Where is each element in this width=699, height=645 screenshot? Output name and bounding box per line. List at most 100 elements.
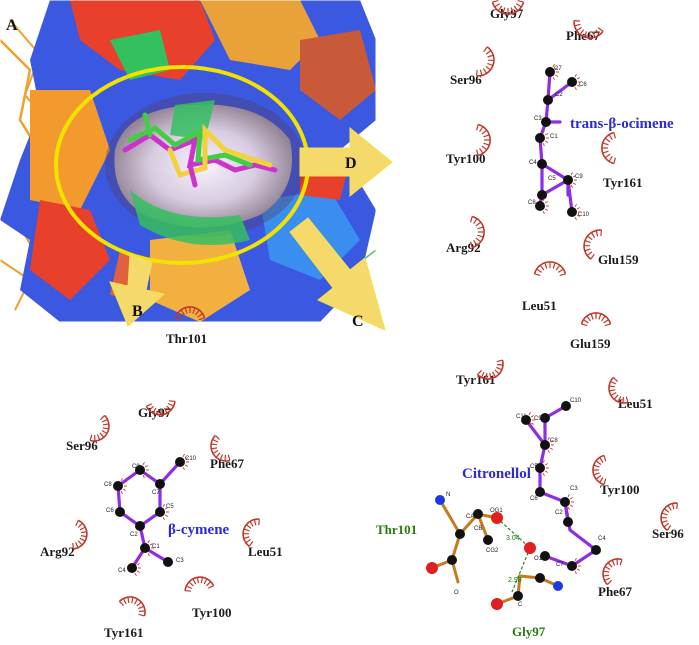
hydrophobic-arc-spoke [206, 581, 212, 587]
atom-contact-tick [570, 184, 573, 189]
residue-label: Tyr100 [600, 482, 639, 497]
hydrophobic-arc-spoke [198, 317, 205, 321]
atom-contact-tick [542, 459, 545, 464]
hydrophobic-arc-spoke [475, 221, 482, 227]
hydrophobic-arc-spoke [611, 559, 616, 566]
hydrophobic-arc-spoke [604, 137, 611, 143]
hydrophobic-arc-spoke [590, 232, 596, 238]
hydrophobic-arc-spoke [581, 323, 588, 327]
atom-contact-tick [544, 463, 549, 466]
atom-contact-tick [574, 216, 577, 221]
hydrophobic-arc-spoke [608, 155, 613, 162]
atom-label: C8 [104, 482, 112, 488]
atom-contact-tick [574, 203, 577, 208]
hydrophobic-arc-spoke [77, 522, 83, 528]
hydrophobic-arc-spoke [482, 68, 488, 74]
hydrophobic-arc-spoke [75, 541, 79, 548]
atom-label: C1 [152, 544, 160, 550]
atom-contact-tick [164, 507, 169, 510]
hydrophobic-arc-spoke [592, 31, 596, 38]
atom-label: C4 [118, 568, 126, 574]
atom-label: C6 [530, 496, 538, 502]
panel-b-residues: Thr101 Gly97 Ser96 Phe67 Arg92 Leu51 Tyr… [40, 331, 283, 640]
hydrophobic-arc-spoke [248, 541, 254, 547]
atom-label: C5 [548, 176, 556, 182]
hydrophobic-arc-spoke [595, 230, 599, 237]
hydrophobic-arc-spoke [491, 371, 497, 378]
hydrophobic-arc-spoke [584, 239, 591, 244]
atom-label: C3 [176, 558, 184, 564]
panel-d-residues: Gly97 Phe67 Ser96 Tyr100 Tyr161 Arg92 Gl… [446, 6, 642, 313]
atom-contact-tick [134, 559, 137, 564]
atom-contact-tick [528, 424, 531, 429]
hydrophobic-arc-spoke [197, 313, 203, 318]
atom-contact-tick [574, 86, 577, 91]
atom-label: C10 [578, 212, 590, 218]
ligand-name-d: trans-β-ocimene [570, 116, 674, 132]
atom-contact-tick [576, 561, 581, 564]
atom-label: CB [474, 526, 482, 532]
atom-label: C4 [598, 536, 606, 542]
atom-label: N [446, 492, 450, 498]
hydrophobic-arc-spoke [483, 142, 490, 146]
atom-contact-tick [144, 472, 149, 475]
hydrophobic-arc-spoke [133, 598, 139, 605]
hydrophobic-arc-spoke [122, 598, 127, 605]
hydrophobic-arc-spoke [96, 434, 101, 441]
residue-label: Arg92 [446, 240, 481, 255]
hydrophobic-arc-spoke [200, 577, 203, 584]
atom-contact-tick [542, 210, 545, 215]
hydrophobic-arc-spoke [663, 522, 670, 528]
arrow-to-c: C [289, 217, 386, 331]
hydrophobic-arc-spoke [185, 590, 192, 592]
residue-label: Ser96 [66, 438, 98, 453]
hydrophobic-arc-spoke [599, 457, 604, 463]
hydrophobic-arc-spoke [480, 371, 485, 378]
atom-contact-tick [134, 572, 137, 577]
hydrophobic-arc-spoke [593, 464, 600, 468]
atom-contact-tick [542, 197, 545, 202]
atom-contact-tick [544, 470, 549, 473]
atom-contact-tick [567, 493, 570, 498]
hydrophobic-arc-spoke [666, 525, 672, 531]
atom-contact-tick [576, 84, 581, 87]
atom-contact-tick [147, 539, 150, 544]
atom-label: C9 [132, 464, 140, 470]
hydrophobic-arc-spoke [496, 366, 503, 371]
hydrophobic-arc-spoke [604, 153, 611, 159]
hydrophobic-arc-spoke [595, 475, 602, 480]
hydrophobic-contact-arcs [72, 0, 678, 617]
atom-contact-tick [120, 490, 123, 495]
panel-d-atoms [535, 67, 577, 217]
atom-contact-tick [122, 481, 127, 484]
atom-contact-tick [549, 447, 554, 450]
hydrophobic-arc-spoke [555, 264, 561, 271]
hydrophobic-arc-spoke [77, 540, 83, 546]
atom-contact-tick [530, 415, 535, 418]
hydrophobic-arc-spoke [152, 407, 157, 414]
residue-label: Arg92 [40, 544, 75, 559]
panel-label-d: D [345, 155, 357, 172]
hbond-residue-label: Thr101 [376, 522, 417, 537]
atom-label: C2 [555, 510, 563, 516]
hydrophobic-arc-spoke [245, 538, 252, 544]
atom-label: O1 [534, 556, 543, 562]
atom-label: C9 [575, 174, 583, 180]
hydrophobic-arc-spoke [131, 597, 134, 604]
hbond-distance: 3.04 [506, 535, 520, 542]
hydrophobic-arc-spoke [593, 472, 600, 476]
hydrophobic-arc-spoke [510, 7, 514, 14]
hydrophobic-arc-spoke [603, 478, 607, 485]
hydrophobic-arc-spoke [148, 405, 154, 411]
hydrophobic-arc-spoke [590, 313, 594, 320]
atom-label: C3 [570, 486, 578, 492]
hydrophobic-arc-spoke [671, 503, 675, 510]
atom-contact-tick [149, 550, 154, 553]
hydrophobic-arc-spoke [584, 248, 591, 252]
atom-label: C10 [185, 456, 197, 462]
atom-label: C8 [550, 438, 558, 444]
hydrophobic-arc-spoke [79, 526, 86, 531]
hydrophobic-arc-spoke [476, 124, 479, 131]
atom-contact-tick [149, 543, 154, 546]
